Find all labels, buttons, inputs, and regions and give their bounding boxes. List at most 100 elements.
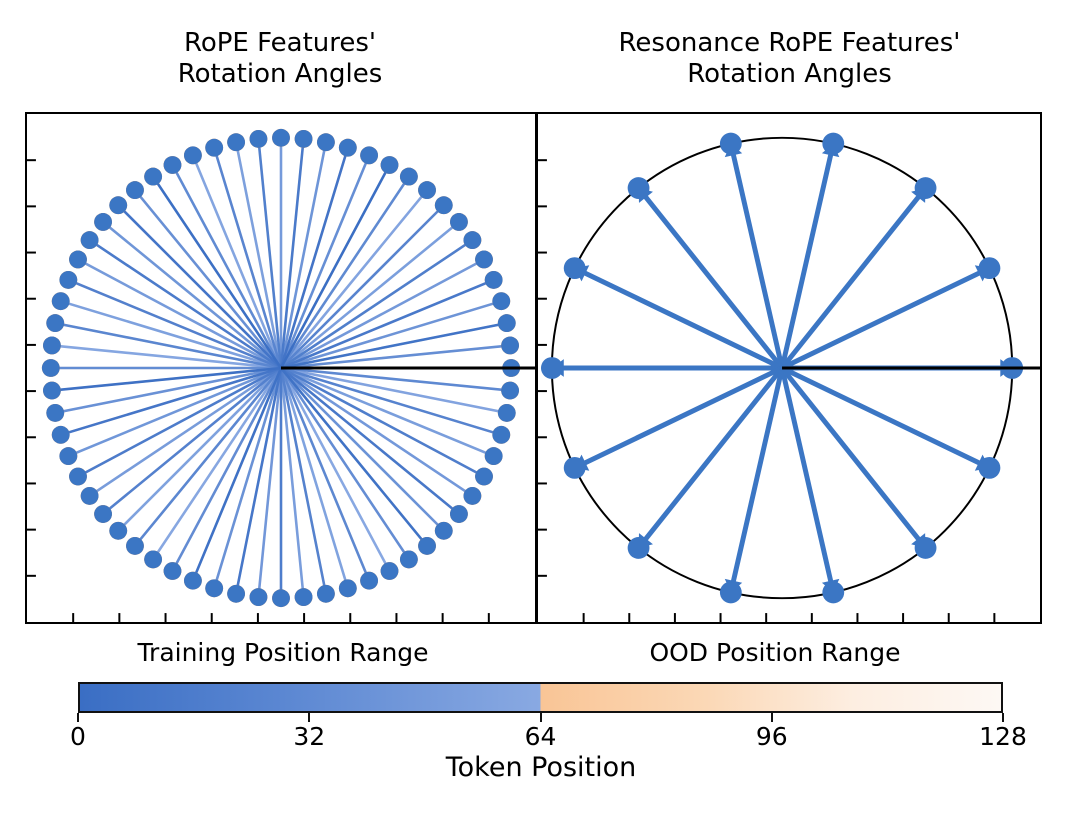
rope-vector — [171, 163, 283, 370]
rope-vector — [279, 366, 446, 533]
resonance-vector — [728, 143, 785, 369]
rope-marker-training — [294, 588, 313, 607]
rope-marker-training — [463, 486, 482, 505]
rope-marker-training — [492, 292, 511, 311]
colorbar-tick-label: 64 — [524, 722, 557, 751]
rope-marker-training — [144, 550, 163, 569]
rope-marker-training — [249, 129, 268, 148]
resonance-vector — [573, 265, 784, 371]
resonance-marker — [914, 537, 937, 559]
resonance-marker — [978, 257, 1001, 280]
resonance-rope-plot-panel — [536, 112, 1042, 624]
resonance-marker — [627, 537, 650, 559]
rope-vector — [53, 321, 283, 370]
rope-vector — [279, 366, 328, 596]
rope-marker-training — [41, 359, 60, 377]
rope-vector — [257, 366, 283, 599]
rope-marker-training — [109, 521, 128, 540]
resonance-vector — [780, 265, 991, 371]
rope-vector — [279, 188, 429, 370]
resonance-marker — [914, 177, 937, 199]
resonance-marker — [822, 581, 845, 604]
right-panel-title-line2: Rotation Angles — [687, 59, 892, 89]
rope-marker-training — [501, 381, 520, 400]
rope-vector — [279, 203, 446, 370]
rope-marker-training — [46, 314, 65, 333]
rope-vector — [59, 366, 283, 437]
rope-vector — [151, 175, 283, 370]
rope-vector — [212, 146, 283, 370]
rope-marker-training — [126, 181, 144, 199]
rope-vector — [171, 366, 283, 573]
rope-plot-svg — [27, 128, 535, 622]
resonance-marker — [563, 456, 586, 479]
rope-marker-training — [144, 167, 163, 186]
rope-vector — [191, 366, 283, 582]
colorbar-ood-label: OOD Position Range — [649, 638, 901, 667]
rope-vector — [279, 140, 328, 370]
rope-vector — [279, 366, 503, 437]
rope-marker-training — [227, 584, 246, 603]
rope-marker-training — [69, 467, 87, 486]
left-panel-title: RoPE Features' Rotation Angles — [25, 28, 535, 90]
resonance-marker — [822, 132, 845, 155]
resonance-vector — [779, 367, 836, 593]
colorbar-tick — [308, 713, 311, 722]
rope-vector — [234, 140, 283, 370]
resonance-marker — [978, 456, 1001, 479]
rope-marker-training — [80, 231, 99, 250]
rope-vector — [279, 321, 509, 370]
colorbar-training-label: Training Position Range — [137, 638, 429, 667]
rope-marker-training — [475, 467, 493, 486]
rope-vector — [67, 278, 283, 370]
right-panel-title: Resonance RoPE Features' Rotation Angles — [537, 28, 1042, 90]
rope-marker-training — [249, 588, 268, 607]
resonance-marker — [540, 357, 563, 379]
rope-marker-training — [418, 181, 436, 199]
colorbar-tick — [770, 713, 773, 722]
rope-vector — [101, 220, 283, 370]
colorbar-tick — [77, 713, 79, 722]
rope-marker-training — [501, 336, 520, 355]
resonance-marker — [719, 581, 742, 604]
rope-vector — [279, 366, 509, 415]
rope-vector — [133, 188, 283, 370]
rope-marker-training — [94, 213, 112, 231]
resonance-vector — [779, 143, 836, 369]
rope-vector — [279, 366, 461, 516]
rope-vector — [101, 366, 283, 516]
rope-vector — [76, 366, 283, 478]
rope-marker-training — [360, 146, 379, 165]
rope-marker-training — [69, 250, 87, 269]
resonance-vector — [636, 366, 784, 550]
rope-vector — [212, 366, 283, 590]
rope-marker-training — [80, 486, 99, 505]
rope-marker-training — [380, 156, 399, 174]
rope-marker-training — [434, 196, 453, 215]
rope-marker-training — [42, 336, 61, 355]
rope-vector — [279, 278, 495, 370]
rope-vector — [59, 299, 283, 370]
resonance-vector — [780, 365, 991, 471]
rope-plot-panel — [25, 112, 537, 624]
rope-vector — [279, 146, 350, 370]
rope-marker-training — [338, 579, 357, 598]
resonance-vector — [780, 366, 928, 550]
rope-vector — [279, 366, 429, 548]
rope-marker-training — [338, 138, 357, 157]
rope-vector — [279, 366, 305, 599]
rope-marker-training — [497, 314, 516, 333]
resonance-marker — [719, 132, 742, 155]
rope-marker-training — [497, 403, 516, 422]
rope-marker-training — [475, 250, 493, 269]
rope-vector-group — [49, 136, 513, 600]
rope-marker-training — [418, 537, 436, 555]
colorbar-tick-label: 0 — [70, 722, 86, 751]
resonance-vector — [636, 186, 784, 370]
rope-marker-training — [272, 128, 290, 147]
rope-marker-training — [59, 270, 78, 289]
rope-marker-training — [450, 505, 468, 523]
resonance-rope-plot-svg — [538, 132, 1040, 622]
rope-marker-training — [163, 562, 182, 580]
